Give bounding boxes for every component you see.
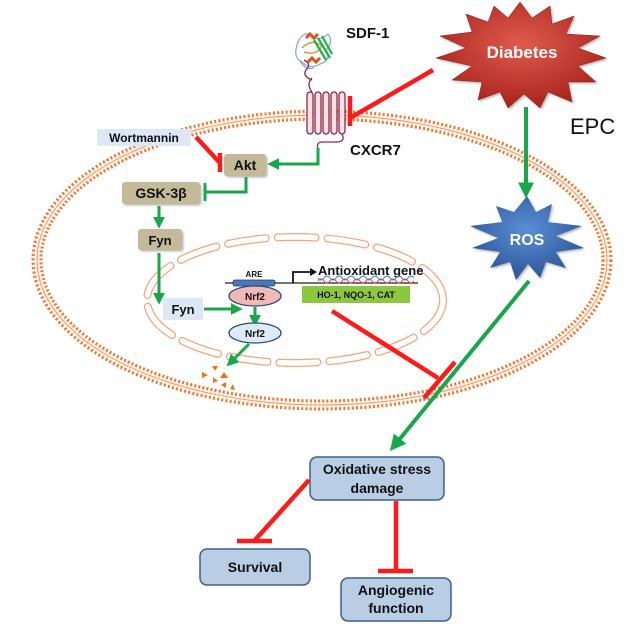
wortmannin-label: Wortmannin [109,131,179,145]
sdf1-label: SDF-1 [346,25,389,42]
oxidative-stress-label-line2: damage [351,480,404,496]
wortmannin-node: Wortmannin [97,129,191,146]
ros-starburst-icon [470,196,584,280]
cxcr7-label: CXCR7 [350,142,401,159]
angiogenic-label-line2: function [368,600,423,616]
angiogenic-function-node: Angiogenic function [340,577,452,622]
gene-products-node: HO-1, NQO-1, CAT [302,286,410,303]
fyn-cytoplasm-label: Fyn [148,233,171,248]
cxcr7-receptor-icon [303,59,346,151]
akt-node: Akt [224,154,266,176]
angiogenic-label-line1: Angiogenic [358,582,434,598]
diabetes-node: Diabetes [435,1,607,109]
wortmannin-inhibits-akt-edge [194,135,222,165]
antioxidant-gene-label: Antioxidant gene [318,263,423,278]
nrf2-bound-label: Nrf2 [245,292,265,303]
ros-node: ROS [470,196,584,280]
diabetes-label: Diabetes [487,43,558,62]
transcription-start-arrow [292,271,310,283]
gene-products-label: HO-1, NQO-1, CAT [317,290,395,300]
nrf2-bound-node: Nrf2 [228,285,282,307]
inhibition-bar [422,360,457,400]
diabetes-inhibits-cxcr7-edge [348,68,435,120]
gsk3b-label: GSK-3β [135,185,187,201]
akt-label: Akt [234,157,257,173]
antioxidant-inhibits-ros-edge [330,309,440,380]
epc-label: EPC [570,114,615,139]
gsk3b-node: GSK-3β [122,182,200,204]
dna-helix-icon [317,275,415,284]
ros-label: ROS [510,232,545,249]
are-element [232,279,276,287]
survival-label: Survival [228,559,282,575]
ros-to-oxidative-stress-edge [389,279,531,451]
fyn-nucleus-node: Fyn [163,298,203,320]
survival-node: Survival [199,548,311,586]
cell-membrane [31,109,613,411]
oxidative-stress-node: Oxidative stress damage [309,456,445,501]
sdf1-protein-icon [295,31,333,69]
cxcr7-to-akt-edge [267,148,320,170]
are-label: ARE [246,270,264,279]
fyn-cytoplasm-node: Fyn [138,229,182,250]
arrowhead [310,268,317,276]
degradation-fragments-icon [202,366,235,390]
akt-inhibits-gsk3b-edge [206,177,248,194]
oxidative-inhibits-survival-edge [253,478,311,542]
diabetes-starburst-icon [435,1,607,109]
nrf2-degradation-edge [226,342,251,367]
oxidative-stress-label-line1: Oxidative stress [323,461,431,477]
nrf2-free-node: Nrf2 [228,322,282,344]
nucleus-envelope [143,233,447,367]
fyn-nucleus-label: Fyn [171,302,194,317]
nrf2-free-label: Nrf2 [245,329,265,340]
